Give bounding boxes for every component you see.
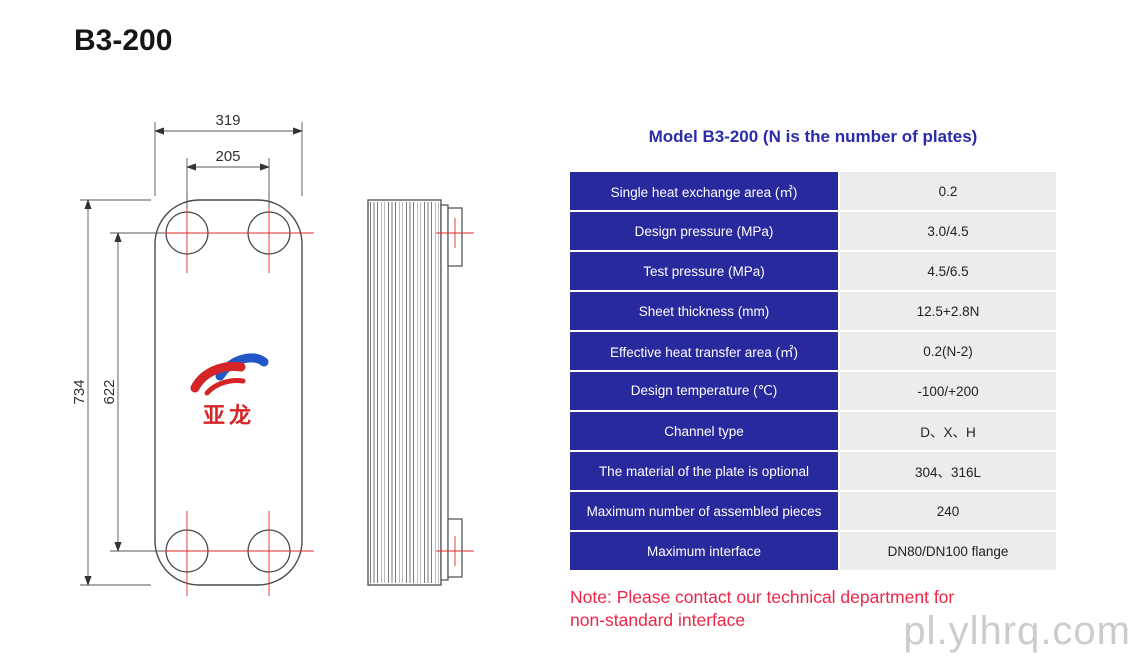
dimension-lines	[80, 122, 303, 586]
row-label: The material of the plate is optional	[570, 452, 838, 490]
table-row: Sheet thickness (mm) 12.5+2.8N	[570, 292, 1056, 330]
table-row: The material of the plate is optional 30…	[570, 452, 1056, 490]
note-line-1: Note: Please contact our technical depar…	[570, 587, 955, 607]
table-row: Test pressure (MPa) 4.5/6.5	[570, 252, 1056, 290]
table-row: Single heat exchange area (㎡) 0.2	[570, 172, 1056, 210]
centerlines	[142, 193, 314, 596]
row-label: Design temperature (℃)	[570, 372, 838, 410]
logo-text: 亚龙	[202, 403, 255, 428]
side-view	[367, 199, 474, 586]
row-label: Maximum number of assembled pieces	[570, 492, 838, 530]
row-label: Design pressure (MPa)	[570, 212, 838, 250]
nozzle-centerlines	[436, 218, 474, 566]
row-label: Sheet thickness (mm)	[570, 292, 838, 330]
dim-height-ports-label: 622	[101, 379, 118, 404]
row-value: -100/+200	[840, 372, 1056, 410]
row-value: 4.5/6.5	[840, 252, 1056, 290]
row-value: 3.0/4.5	[840, 212, 1056, 250]
row-label: Single heat exchange area (㎡)	[570, 172, 838, 210]
row-value: D、X、H	[840, 412, 1056, 450]
table-row: Design temperature (℃) -100/+200	[570, 372, 1056, 410]
logo-swoosh-icon	[190, 353, 269, 396]
table-row: Maximum interface DN80/DN100 flange	[570, 532, 1056, 570]
dim-width-ports-label: 205	[215, 148, 240, 165]
spec-table: Single heat exchange area (㎡) 0.2 Design…	[570, 172, 1056, 572]
dim-width-outer-label: 319	[215, 112, 240, 129]
row-value: DN80/DN100 flange	[840, 532, 1056, 570]
table-row: Design pressure (MPa) 3.0/4.5	[570, 212, 1056, 250]
table-title: Model B3-200 (N is the number of plates)	[648, 127, 978, 146]
row-label: Channel type	[570, 412, 838, 450]
page-title: B3-200	[74, 24, 173, 57]
technical-drawing: 319 205 734 622	[71, 112, 474, 596]
dim-height-outer-label: 734	[71, 379, 88, 404]
note-line-2: non-standard interface	[570, 610, 746, 630]
end-plate	[440, 204, 449, 581]
row-label: Test pressure (MPa)	[570, 252, 838, 290]
row-value: 240	[840, 492, 1056, 530]
front-view	[142, 193, 314, 596]
side-view-corrugation	[370, 202, 439, 583]
table-row: Channel type D、X、H	[570, 412, 1056, 450]
table-row: Effective heat transfer area (㎡) 0.2(N-2…	[570, 332, 1056, 370]
row-value: 304、316L	[840, 452, 1056, 490]
row-label: Effective heat transfer area (㎡)	[570, 332, 838, 370]
row-value: 0.2(N-2)	[840, 332, 1056, 370]
row-label: Maximum interface	[570, 532, 838, 570]
row-value: 12.5+2.8N	[840, 292, 1056, 330]
note-text: Note: Please contact our technical depar…	[570, 586, 954, 632]
row-value: 0.2	[840, 172, 1056, 210]
table-row: Maximum number of assembled pieces 240	[570, 492, 1056, 530]
watermark: pl.ylhrq.com	[903, 609, 1131, 653]
side-view-outline	[367, 199, 442, 586]
front-view-outline	[154, 199, 303, 586]
